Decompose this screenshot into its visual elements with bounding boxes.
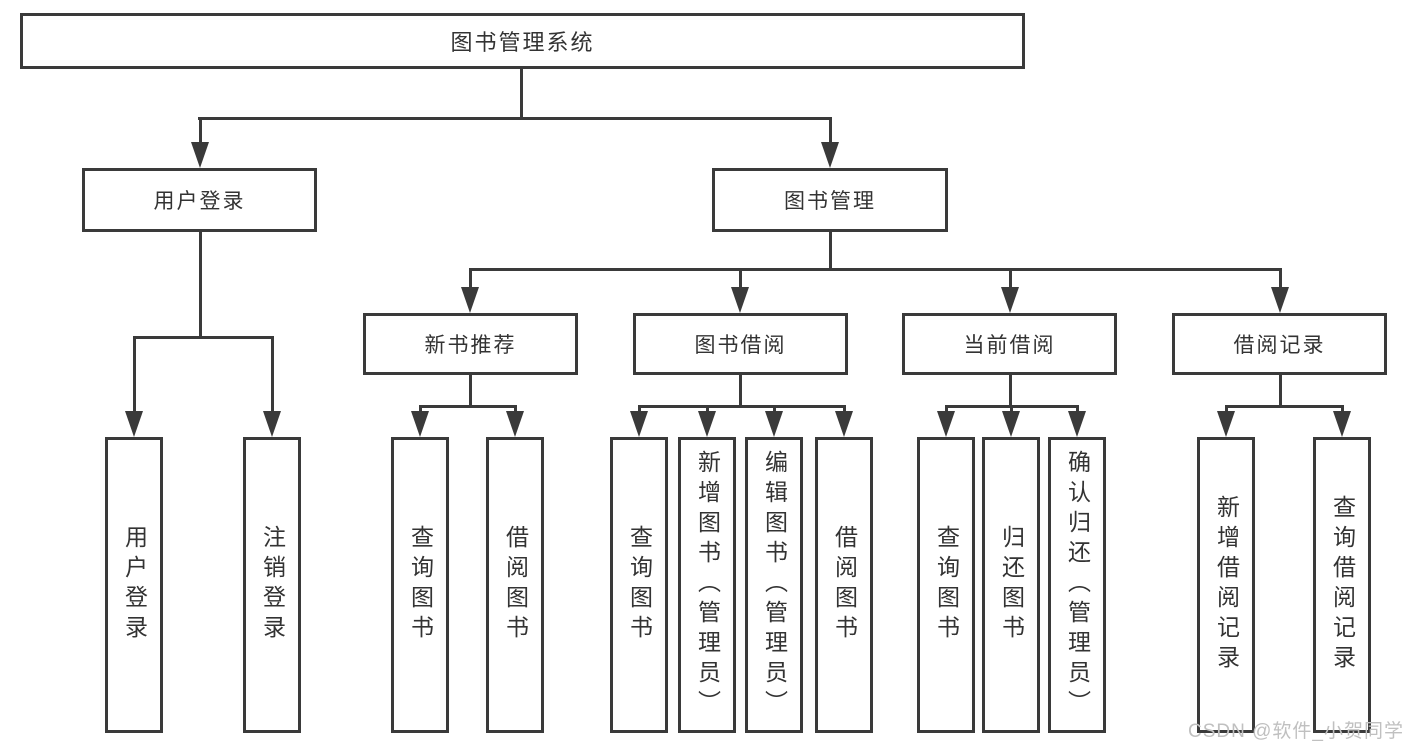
- connector-line: [1076, 405, 1079, 414]
- node-borrowing-records: 借阅记录: [1172, 313, 1387, 375]
- arrowhead-icon: [765, 411, 783, 437]
- leaf-borrow-books-recommend: 借阅图书: [486, 437, 544, 733]
- leaf-query-books-current: 查询图书: [917, 437, 975, 733]
- connector-line: [1009, 268, 1012, 289]
- arrowhead-icon: [461, 287, 479, 313]
- leaf-query-books-recommend: 查询图书: [391, 437, 449, 733]
- connector-line: [829, 232, 832, 271]
- connector-line: [1225, 405, 1228, 414]
- leaf-borrow-books: 借阅图书: [815, 437, 873, 733]
- connector-line: [1010, 405, 1013, 414]
- connector-line: [199, 117, 202, 144]
- connector-line: [469, 268, 472, 289]
- arrowhead-icon: [1002, 411, 1020, 437]
- connector-line: [638, 405, 641, 414]
- arrowhead-icon: [1333, 411, 1351, 437]
- node-book-borrowing: 图书借阅: [633, 313, 848, 375]
- node-book-management: 图书管理: [712, 168, 948, 232]
- connector-line: [829, 117, 832, 144]
- arrowhead-icon: [125, 411, 143, 437]
- connector-line: [638, 405, 846, 408]
- leaf-user-login: 用户登录: [105, 437, 163, 733]
- leaf-query-borrow-record: 查询借阅记录: [1313, 437, 1371, 733]
- leaf-confirm-return-admin: 确认归还（管理员）: [1048, 437, 1106, 733]
- connector-line: [419, 405, 422, 414]
- arrowhead-icon: [191, 142, 209, 168]
- connector-line: [469, 375, 472, 408]
- arrowhead-icon: [1217, 411, 1235, 437]
- connector-line: [520, 69, 523, 120]
- arrowhead-icon: [1001, 287, 1019, 313]
- connector-line: [1009, 375, 1012, 408]
- node-new-book-recommendation: 新书推荐: [363, 313, 578, 375]
- connector-line: [773, 405, 776, 414]
- arrowhead-icon: [731, 287, 749, 313]
- leaf-query-books-borrowing: 查询图书: [610, 437, 668, 733]
- csdn-watermark: CSDN @软件_小贺同学: [1188, 721, 1404, 742]
- connector-line: [1225, 405, 1344, 408]
- connector-line: [133, 336, 136, 413]
- leaf-add-borrow-record: 新增借阅记录: [1197, 437, 1255, 733]
- arrowhead-icon: [937, 411, 955, 437]
- connector-line: [1341, 405, 1344, 414]
- leaf-logout: 注销登录: [243, 437, 301, 733]
- connector-line: [198, 117, 832, 120]
- arrowhead-icon: [698, 411, 716, 437]
- leaf-edit-books-admin: 编辑图书（管理员）: [745, 437, 803, 733]
- connector-line: [843, 405, 846, 414]
- arrowhead-icon: [821, 142, 839, 168]
- connector-line: [271, 336, 274, 413]
- connector-line: [739, 268, 742, 289]
- connector-line: [1279, 268, 1282, 289]
- connector-line: [419, 405, 517, 408]
- connector-line: [1279, 375, 1282, 408]
- leaf-add-books-admin: 新增图书（管理员）: [678, 437, 736, 733]
- connector-line: [945, 405, 948, 414]
- node-user-login: 用户登录: [82, 168, 317, 232]
- connector-line: [739, 375, 742, 408]
- arrowhead-icon: [630, 411, 648, 437]
- arrowhead-icon: [263, 411, 281, 437]
- node-root-library-system: 图书管理系统: [20, 13, 1025, 69]
- connector-line: [706, 405, 709, 414]
- connector-line: [514, 405, 517, 414]
- connector-line: [133, 336, 274, 339]
- leaf-return-books: 归还图书: [982, 437, 1040, 733]
- connector-line: [199, 232, 202, 339]
- arrowhead-icon: [411, 411, 429, 437]
- arrowhead-icon: [835, 411, 853, 437]
- node-current-borrowing: 当前借阅: [902, 313, 1117, 375]
- connector-line: [469, 268, 1282, 271]
- arrowhead-icon: [506, 411, 524, 437]
- arrowhead-icon: [1068, 411, 1086, 437]
- arrowhead-icon: [1271, 287, 1289, 313]
